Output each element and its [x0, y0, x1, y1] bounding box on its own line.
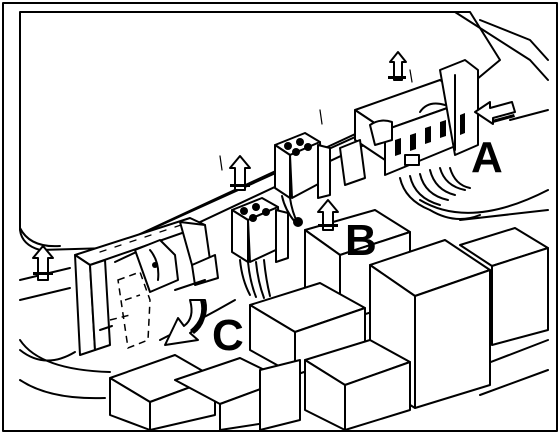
callout-c: C — [212, 311, 244, 360]
connector-c-plug — [231, 197, 289, 299]
callout-b: B — [345, 216, 377, 265]
fuse-holder — [74, 217, 219, 356]
arrow-c-curved — [164, 299, 207, 346]
callout-a: A — [471, 133, 503, 182]
arrow-toward-a — [474, 101, 516, 125]
connector-a — [339, 59, 481, 220]
up-arrows — [32, 51, 407, 281]
connector-b — [274, 132, 331, 227]
relay-blocks — [109, 209, 549, 431]
